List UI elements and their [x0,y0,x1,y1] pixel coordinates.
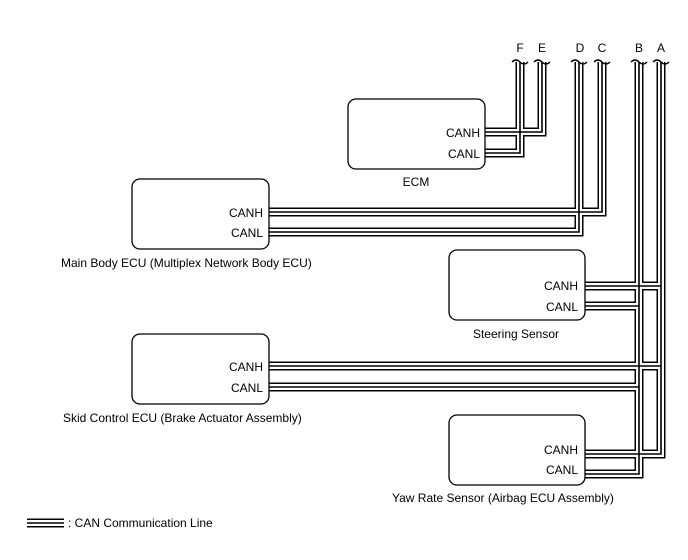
break-symbol-f [511,59,529,65]
legend: : CAN Communication Line [27,516,213,530]
main-body-ecu-block: CANH CANL Main Body ECU (Multiplex Netwo… [61,178,312,270]
skid-control-ecu-box [131,333,270,405]
skid-canh-pin: CANH [229,360,263,374]
wire-bus-b [585,62,644,479]
steering-canl-pin: CANL [546,300,578,314]
wire-bus-b [585,62,640,475]
wire-bus-b [585,62,642,477]
ecm-block: CANH CANL ECM [347,98,486,189]
skid-control-ecu-label: Skid Control ECU (Brake Actuator Assembl… [63,411,302,425]
break-symbol-a [652,59,670,65]
wire-bus-a [585,62,662,455]
yaw-rate-sensor-block: CANH CANL Yaw Rate Sensor (Airbag ECU As… [392,414,614,505]
wire-bus-a [585,62,664,457]
steering-sensor-label: Steering Sensor [473,327,559,341]
skid-canl-pin: CANL [231,381,263,395]
ecm-box [347,98,486,170]
steering-canh-pin: CANH [544,279,578,293]
main-body-ecu-box [131,178,270,250]
can-wires [269,62,666,479]
bus-label-c: C [598,41,607,55]
skid-control-ecu-block: CANH CANL Skid Control ECU (Brake Actuat… [63,333,302,425]
wire-ecm-canh [485,62,545,135]
steering-sensor-block: CANH CANL Steering Sensor [448,249,586,341]
bus-label-d: D [576,41,585,55]
yaw-canl-pin: CANL [546,463,578,477]
wire-ecm-canl [485,62,523,156]
break-symbol-b [630,59,648,65]
bus-label-f: F [516,41,523,55]
wire-break-symbols [511,59,670,65]
wire-main-body-canl [269,62,580,233]
main-body-canh-pin: CANH [229,206,263,220]
wire-ecm-canh [485,62,547,137]
bus-label-a: A [657,41,665,55]
main-body-canl-pin: CANL [231,226,263,240]
bus-label-e: E [538,41,546,55]
wire-ecm-canl [485,62,525,158]
break-symbol-d [570,59,588,65]
yaw-rate-sensor-label: Yaw Rate Sensor (Airbag ECU Assembly) [392,491,614,505]
steering-sensor-box [448,249,586,321]
yaw-rate-sensor-box [448,414,586,486]
yaw-canh-pin: CANH [544,443,578,457]
ecm-canl-pin: CANL [448,147,480,161]
bus-label-b: B [635,41,643,55]
legend-label: : CAN Communication Line [68,516,213,530]
wire-bus-a [585,62,666,459]
ecm-canh-pin: CANH [446,126,480,140]
break-symbol-c [593,59,611,65]
wire-main-body-canh [269,62,603,213]
break-symbol-e [533,59,551,65]
main-body-ecu-label: Main Body ECU (Multiplex Network Body EC… [61,256,312,270]
wire-ecm-canl [485,62,521,154]
wire-ecm-canh [485,62,543,133]
ecm-label: ECM [403,175,430,189]
